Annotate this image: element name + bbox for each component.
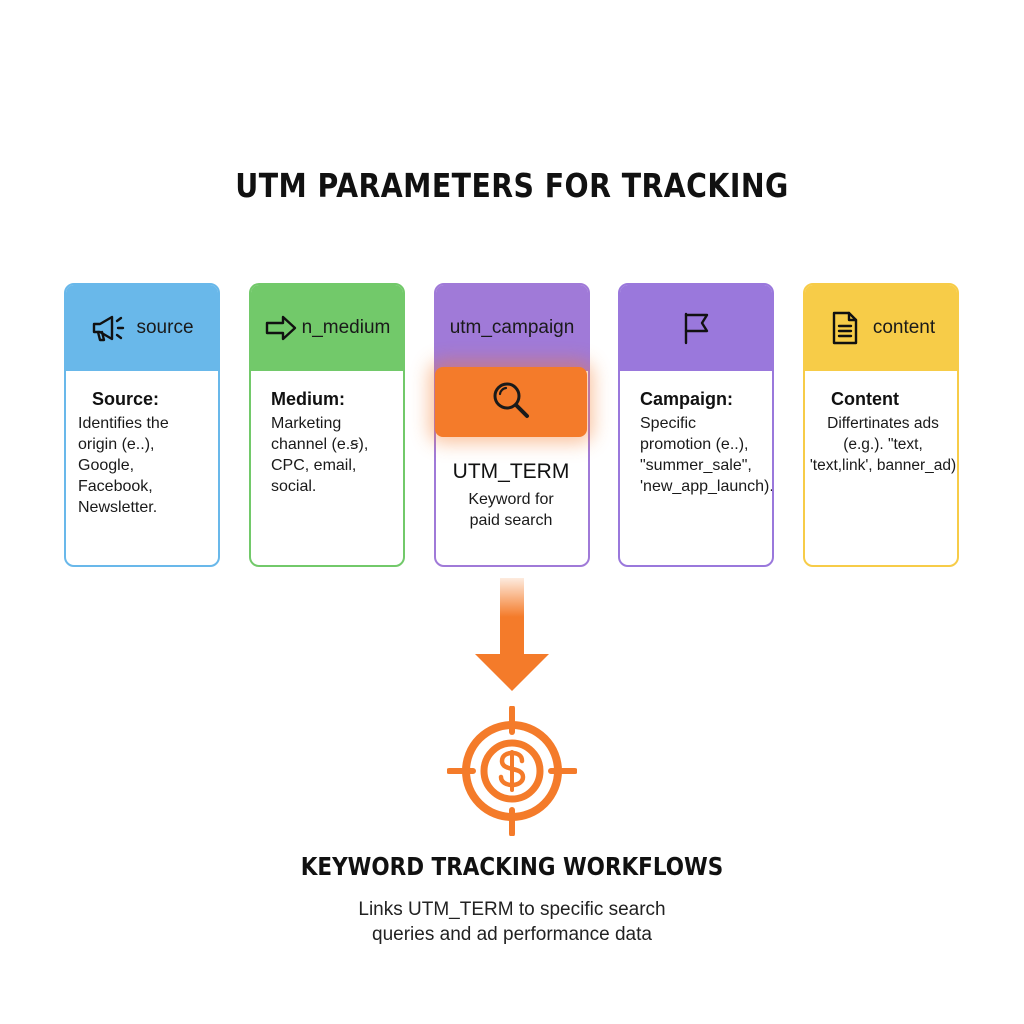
workflow-desc: Links UTM_TERM to specific search querie… [358,899,666,945]
card-campaign-flag: Campaign: Specific promotion (e..), "sum… [618,283,774,567]
page-title: UTM PARAMETERS FOR TRACKING [235,166,789,205]
target-dollar-icon [446,705,578,841]
card-campaign-flag-header [620,285,772,371]
card-content-header: content [805,285,957,371]
card-campaign-label: utm_campaign [449,317,575,338]
card-source-desc: Identifies the origin (e..), Google, Fac… [78,415,169,516]
card-medium: n_medium Medium: Marketing channel (e.ꞩ)… [249,283,405,567]
card-campaign-flag-heading: Campaign: [640,389,734,409]
workflow-title: KEYWORD TRACKING WORKFLOWS [300,852,724,881]
document-icon [827,310,863,346]
term-title: UTM_TERM [452,460,570,483]
card-source-header: source [66,285,218,371]
card-source-heading: Source: [92,389,160,409]
card-medium-body: Medium: Marketing channel (e.ꞩ), CPC, em… [251,371,403,497]
megaphone-icon [90,310,126,346]
card-campaign-flag-desc: Specific promotion (e..), "summer_sale",… [640,415,774,495]
card-content: content Content Differtinates ads (e.g.)… [803,283,959,567]
card-source: source Source: Identifies the origin (e.… [64,283,220,567]
card-medium-header: n_medium [251,285,403,371]
term-desc: Keyword for paid search [468,491,554,529]
arrow-right-icon [264,310,300,346]
search-icon [488,377,534,428]
term-highlight [435,367,587,437]
card-content-heading: Content [831,389,899,409]
card-medium-heading: Medium: [271,389,345,409]
card-medium-desc: Marketing channel (e.ꞩ), CPC, email, soc… [271,415,369,495]
card-campaign-header: utm_campaign [436,285,588,371]
card-source-body: Source: Identifies the origin (e..), Goo… [66,371,218,518]
card-medium-label: n_medium [301,317,391,338]
card-content-body: Content Differtinates ads (e.g.). "text,… [805,371,957,476]
flag-icon [678,310,714,346]
card-content-desc: Differtinates ads (e.g.). "text, 'text,l… [809,415,957,474]
down-arrow-icon [472,578,552,698]
card-campaign-flag-body: Campaign: Specific promotion (e..), "sum… [620,371,772,497]
card-source-label: source [136,317,194,338]
card-content-label: content [872,317,936,338]
